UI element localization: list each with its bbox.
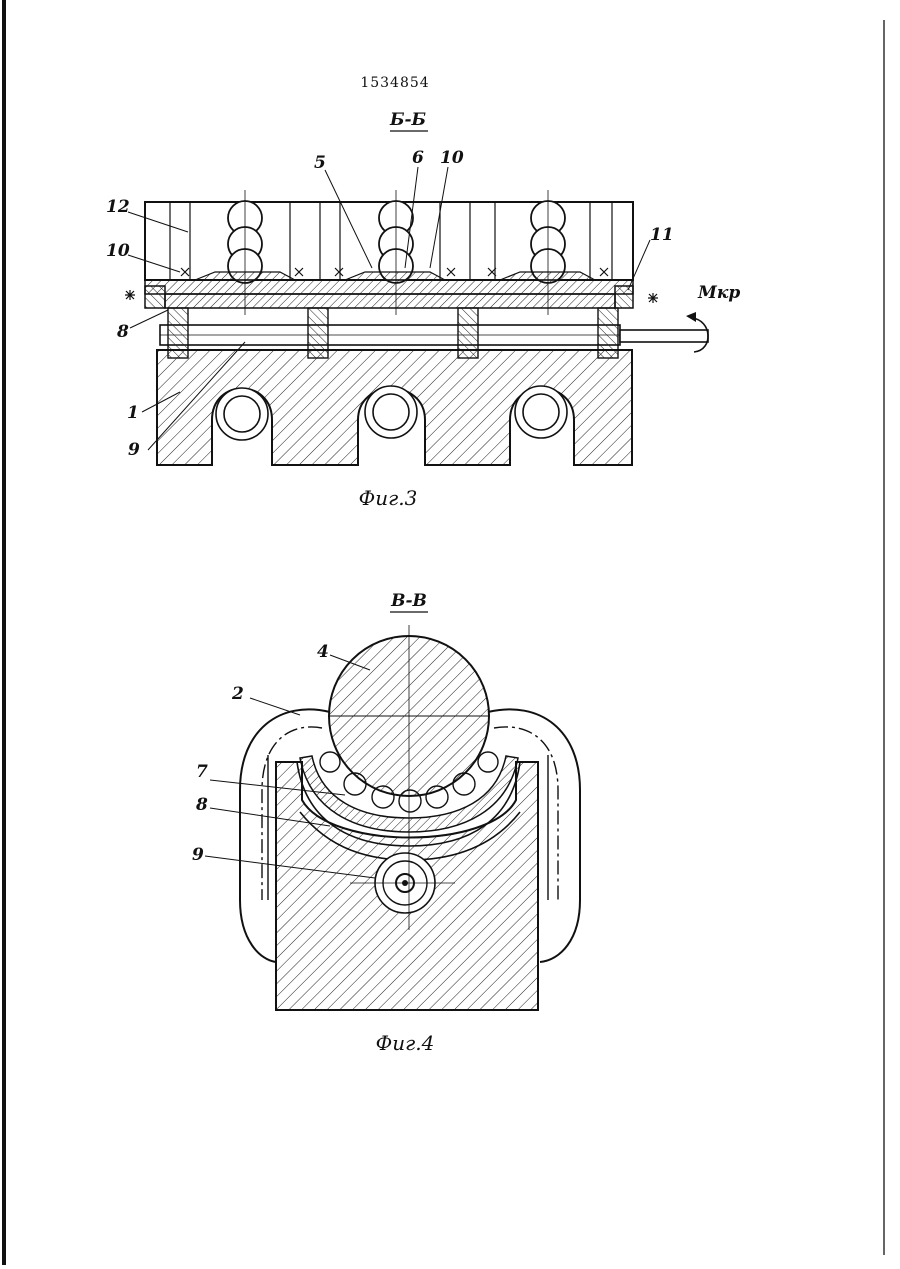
fig4-label-7: 7 <box>196 762 208 782</box>
fig4-label-9: 9 <box>192 845 204 865</box>
fig4-label-2: 2 <box>231 684 244 704</box>
fig4-label-8: 8 <box>195 795 208 815</box>
fig4-label-4: 4 <box>317 642 329 662</box>
figure-3: Б-Б <box>106 110 740 510</box>
fig3-label-11: 11 <box>650 225 674 245</box>
base-body <box>157 350 632 465</box>
torque-label: Мкр <box>697 283 740 303</box>
fig3-label-6: 6 <box>412 148 424 168</box>
document-number: 1534854 <box>360 75 429 91</box>
section-label-vv: В-В <box>390 591 427 611</box>
figure-3-caption: Фиг.3 <box>359 486 418 510</box>
fig3-label-5: 5 <box>314 153 326 173</box>
figure-4-caption: Фиг.4 <box>376 1031 435 1055</box>
figure-4: В-В <box>192 591 580 1055</box>
separator-plate <box>145 272 633 308</box>
fig3-label-8: 8 <box>116 322 129 342</box>
fig3-label-12: 12 <box>106 197 130 217</box>
fig3-label-10-left: 10 <box>106 241 130 261</box>
fig3-label-10-top: 10 <box>440 148 464 168</box>
section-label-bb: Б-Б <box>389 110 427 130</box>
fig3-label-1: 1 <box>127 403 139 423</box>
fig3-label-9: 9 <box>128 440 140 460</box>
